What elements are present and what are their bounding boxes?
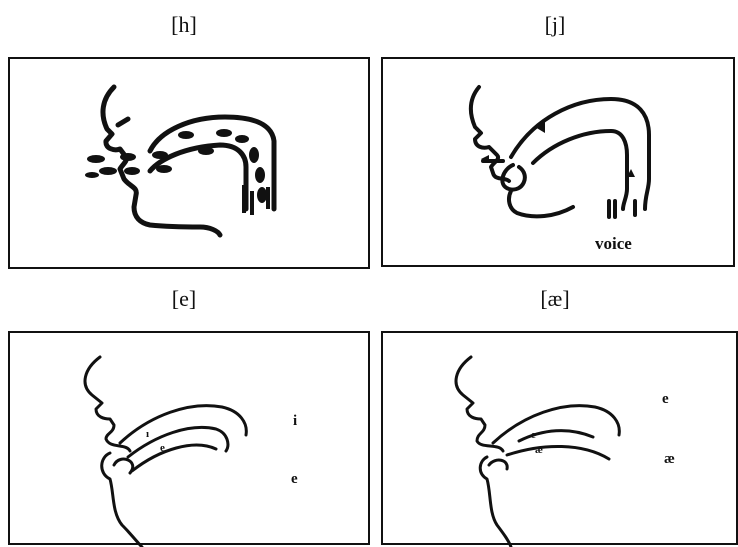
label-ae: [æ] [495, 286, 615, 312]
marker-e-on-tongue: e [160, 442, 165, 454]
marker-e: e [662, 391, 669, 407]
marker-ae-on-tongue: æ [535, 444, 543, 456]
marker-i: i [293, 413, 297, 429]
vocal-tract-e-drawing: ı e i e [10, 333, 368, 547]
vocal-tract-h-drawing [10, 59, 368, 267]
label-e: [e] [124, 286, 244, 312]
marker-e: e [291, 471, 298, 487]
panel-ae-diagram: e æ e æ [381, 331, 738, 545]
vocal-tract-ae-drawing: e æ e æ [383, 333, 736, 547]
panel-j-diagram: voice [381, 57, 735, 267]
label-j: [j] [495, 12, 615, 38]
vocal-tract-j-drawing: voice [383, 59, 733, 265]
panel-e-diagram: ı e i e [8, 331, 370, 545]
panel-h-diagram [8, 57, 370, 269]
marker-i-on-tongue: ı [146, 428, 149, 440]
marker-e-on-tongue: e [531, 429, 536, 441]
voice-annotation: voice [595, 234, 632, 253]
marker-ae: æ [664, 451, 675, 467]
label-h: [h] [124, 12, 244, 38]
